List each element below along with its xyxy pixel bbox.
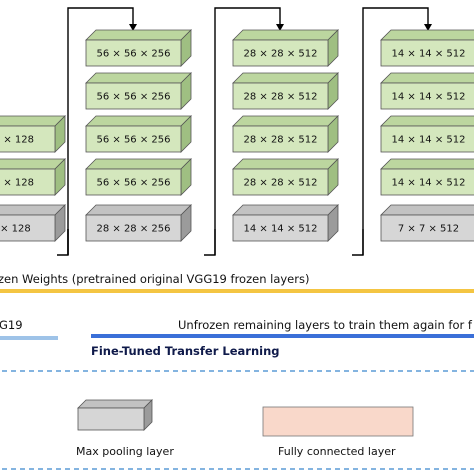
- block1-conv-layer-2-front-face: [0, 168, 56, 196]
- block3-conv-layer-2-front-face: [232, 82, 329, 110]
- block3-conv-layer-2-label: 28 × 28 × 512: [243, 92, 317, 103]
- legend-fully-connected-swatch: [262, 406, 414, 437]
- block4-conv-layer-3-top-face: [380, 115, 474, 127]
- block3-conv-layer-3-top-face: [232, 115, 339, 127]
- block3-conv-layer-1-front-face: [232, 39, 329, 67]
- vgg19-caption: G19: [0, 318, 23, 332]
- connector-2-to-3: [214, 7, 281, 255]
- block2-conv-layer-1-top-face: [85, 29, 192, 41]
- block3-conv-layer-3-front-face: [232, 125, 329, 153]
- legend-pool-box-front-face: [77, 407, 145, 431]
- block1-conv-layer-2: 112 × 128: [0, 158, 66, 196]
- block4-conv-layer-4: 14 × 14 × 512: [380, 158, 474, 196]
- block2-pool-layer: 28 × 28 × 256: [85, 204, 192, 242]
- block2-conv-layer-3: 56 × 56 × 256: [85, 115, 192, 153]
- block4-conv-layer-3-label: 14 × 14 × 512: [391, 135, 465, 146]
- block4-pool-layer-label: 7 × 7 × 512: [398, 224, 459, 235]
- connector-1-to-2-arrowhead: [129, 24, 137, 31]
- block4-conv-layer-3-front-face: [380, 125, 474, 153]
- block1-conv-layer-2-label: 112 × 128: [0, 178, 34, 189]
- block3-conv-layer-4-top-face: [232, 158, 339, 170]
- legend-pool-box: [77, 399, 153, 431]
- block2-conv-layer-1: 56 × 56 × 256: [85, 29, 192, 67]
- block4-conv-layer-4-label: 14 × 14 × 512: [391, 178, 465, 189]
- block3-conv-layer-1: 28 × 28 × 512: [232, 29, 339, 67]
- block4-conv-layer-1-label: 14 × 14 × 512: [391, 49, 465, 60]
- block4-conv-layer-4-top-face: [380, 158, 474, 170]
- frozen-weights-caption: zen Weights (pretrained original VGG19 f…: [0, 272, 309, 286]
- block4-conv-layer-1-front-face: [380, 39, 474, 67]
- block4-conv-layer-2: 14 × 14 × 512: [380, 72, 474, 110]
- block3-conv-layer-4-front-face: [232, 168, 329, 196]
- block3-pool-layer-top-face: [232, 204, 339, 216]
- legend-pool-box-top-face: [77, 399, 153, 409]
- connector-2-to-3-arrowhead: [276, 24, 284, 31]
- block2-conv-layer-3-top-face: [85, 115, 192, 127]
- block2-conv-layer-1-label: 56 × 56 × 256: [96, 49, 170, 60]
- block4-conv-layer-1-top-face: [380, 29, 474, 41]
- block3-pool-layer: 14 × 14 × 512: [232, 204, 339, 242]
- block2-pool-layer-front-face: [85, 214, 182, 242]
- connector-2-to-3-tail: [204, 229, 216, 256]
- block3-conv-layer-2-top-face: [232, 72, 339, 84]
- block4-conv-layer-2-label: 14 × 14 × 512: [391, 92, 465, 103]
- connector-3-to-4-tail: [352, 229, 364, 256]
- block2-pool-layer-label: 28 × 28 × 256: [96, 224, 170, 235]
- block2-conv-layer-4-label: 56 × 56 × 256: [96, 178, 170, 189]
- block1-pool-layer-label: 56 × 128: [0, 224, 31, 235]
- connector-1-to-2: [67, 7, 134, 255]
- block4-pool-layer-top-face: [380, 204, 474, 216]
- block1-conv-layer-1: 112 × 128: [0, 115, 66, 153]
- block3-conv-layer-3: 28 × 28 × 512: [232, 115, 339, 153]
- block3-pool-layer-front-face: [232, 214, 329, 242]
- vgg19-line: [0, 336, 58, 340]
- block2-conv-layer-2-top-face: [85, 72, 192, 84]
- block-connectors: [57, 7, 432, 256]
- connector-3-to-4: [362, 7, 429, 255]
- block1-pool-layer-front-face: [0, 214, 56, 242]
- fine-tuned-caption: Fine-Tuned Transfer Learning: [91, 344, 280, 358]
- block1-conv-layer-1-front-face: [0, 125, 56, 153]
- block2-conv-layer-4-top-face: [85, 158, 192, 170]
- block2-conv-layer-4-front-face: [85, 168, 182, 196]
- block4-pool-layer: 7 × 7 × 512: [380, 204, 474, 242]
- block1-conv-layer-2-top-face: [0, 158, 66, 170]
- block3-pool-layer-label: 14 × 14 × 512: [243, 224, 317, 235]
- block3-conv-layer-4-label: 28 × 28 × 512: [243, 178, 317, 189]
- block2-conv-layer-3-label: 56 × 56 × 256: [96, 135, 170, 146]
- block3-conv-layer-4: 28 × 28 × 512: [232, 158, 339, 196]
- block1-pool-layer-top-face: [0, 204, 66, 216]
- connector-3-to-4-arrowhead: [424, 24, 432, 31]
- block2-conv-layer-1-front-face: [85, 39, 182, 67]
- block3-conv-layer-2: 28 × 28 × 512: [232, 72, 339, 110]
- block3-conv-layer-1-label: 28 × 28 × 512: [243, 49, 317, 60]
- block4-conv-layer-1: 14 × 14 × 512: [380, 29, 474, 67]
- block2-conv-layer-4: 56 × 56 × 256: [85, 158, 192, 196]
- legend-max-pooling-swatch: [77, 399, 153, 431]
- block3-conv-layer-3-label: 28 × 28 × 512: [243, 135, 317, 146]
- block4-conv-layer-2-top-face: [380, 72, 474, 84]
- block3-conv-layer-1-top-face: [232, 29, 339, 41]
- block1-conv-layer-1-top-face: [0, 115, 66, 127]
- block4-pool-layer-front-face: [380, 214, 474, 242]
- legend-max-pooling-label: Max pooling layer: [76, 445, 174, 458]
- block2-conv-layer-2-label: 56 × 56 × 256: [96, 92, 170, 103]
- block1-conv-layer-1-label: 112 × 128: [0, 135, 34, 146]
- block2-conv-layer-2-front-face: [85, 82, 182, 110]
- unfrozen-layers-line: [91, 334, 474, 338]
- unfrozen-layers-caption: Unfrozen remaining layers to train them …: [178, 318, 473, 332]
- frozen-layers-line: [0, 289, 474, 293]
- layer-blocks: 112 × 128 112 × 128 56 × 128 56 × 56 × 256 5…: [0, 29, 474, 242]
- block4-conv-layer-2-front-face: [380, 82, 474, 110]
- block4-conv-layer-3: 14 × 14 × 512: [380, 115, 474, 153]
- block4-conv-layer-4-front-face: [380, 168, 474, 196]
- block2-conv-layer-3-front-face: [85, 125, 182, 153]
- legend-fully-connected-label: Fully connected layer: [278, 445, 396, 458]
- block1-pool-layer: 56 × 128: [0, 204, 66, 242]
- block2-pool-layer-top-face: [85, 204, 192, 216]
- block2-conv-layer-2: 56 × 56 × 256: [85, 72, 192, 110]
